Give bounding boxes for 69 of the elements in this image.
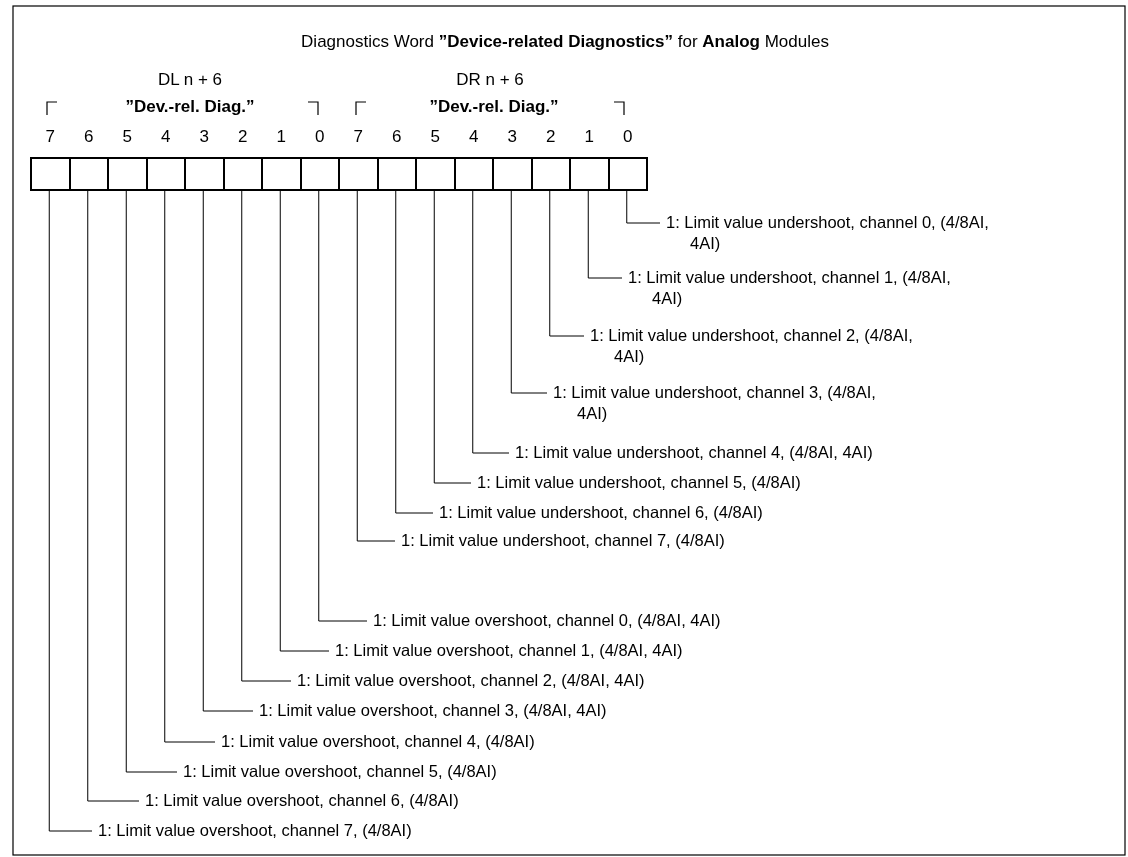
- bit-description: 1: Limit value overshoot, channel 1, (4/8AI, 4AI): [335, 640, 895, 661]
- bit-number: 4: [161, 127, 171, 147]
- bit-description: 1: Limit value overshoot, channel 7, (4/8AI): [98, 820, 658, 841]
- byte-name: ”Dev.-rel. Diag.”: [125, 97, 255, 117]
- bit-cell: [222, 157, 263, 191]
- bit-description: 1: Limit value undershoot, channel 3, (4/8AI, 4AI): [553, 382, 877, 424]
- bit-cell: [569, 157, 610, 191]
- bit-description: 1: Limit value overshoot, channel 0, (4/8AI, 4AI): [373, 610, 933, 631]
- bit-cell: [338, 157, 379, 191]
- leader-line: [626, 190, 661, 224]
- bit-cell: [261, 157, 302, 191]
- diagram-title: Diagnostics Word ”Device-related Diagnostics” for Analog Modules: [301, 32, 829, 52]
- bit-cell: [530, 157, 571, 191]
- bit-description: 1: Limit value overshoot, channel 5, (4/8AI): [183, 761, 743, 782]
- leader-line: [472, 190, 510, 454]
- bit-number: 0: [623, 127, 633, 147]
- bit-number: 0: [315, 127, 325, 147]
- leader-line: [433, 190, 472, 484]
- bit-cell: [299, 157, 340, 191]
- bit-cell: [453, 157, 494, 191]
- byte-label: DR n + 6: [456, 70, 524, 90]
- bit-cell: [415, 157, 456, 191]
- bit-cell: [145, 157, 186, 191]
- bit-description: 1: Limit value undershoot, channel 0, (4/8AI, 4AI): [666, 212, 990, 254]
- bit-number: 2: [546, 127, 556, 147]
- bit-number: 5: [430, 127, 440, 147]
- bit-cell: [184, 157, 225, 191]
- bit-number: 7: [353, 127, 363, 147]
- bit-number: 7: [45, 127, 55, 147]
- bit-description: 1: Limit value overshoot, channel 6, (4/8AI): [145, 790, 705, 811]
- leader-line: [48, 190, 93, 832]
- bit-description: 1: Limit value undershoot, channel 4, (4/8AI, 4AI): [515, 442, 1125, 463]
- bit-description: 1: Limit value undershoot, channel 6, (4/8AI): [439, 502, 999, 523]
- bit-cell: [376, 157, 417, 191]
- bit-number: 1: [276, 127, 286, 147]
- leader-line: [164, 190, 216, 743]
- bit-number: 5: [122, 127, 132, 147]
- leader-line: [318, 190, 368, 622]
- bit-number: 1: [584, 127, 594, 147]
- bit-number: 4: [469, 127, 479, 147]
- leader-line: [241, 190, 292, 682]
- bit-description: 1: Limit value undershoot, channel 5, (4/8AI): [477, 472, 1037, 493]
- leader-line: [279, 190, 330, 652]
- bit-description: 1: Limit value undershoot, channel 7, (4/8AI): [401, 530, 961, 551]
- bit-cell: [107, 157, 148, 191]
- leader-line: [395, 190, 434, 514]
- bit-cell: [492, 157, 533, 191]
- leader-line: [125, 190, 178, 773]
- bit-number: 3: [199, 127, 209, 147]
- bit-description: 1: Limit value overshoot, channel 3, (4/8AI, 4AI): [259, 700, 819, 721]
- bit-cell: [68, 157, 109, 191]
- bit-cell: [607, 157, 648, 191]
- leader-line: [549, 190, 585, 337]
- bit-number: 6: [392, 127, 402, 147]
- bit-number: 6: [84, 127, 94, 147]
- leader-line: [202, 190, 254, 712]
- bit-number: 3: [507, 127, 517, 147]
- leader-line: [587, 190, 623, 279]
- bit-description: 1: Limit value overshoot, channel 2, (4/8AI, 4AI): [297, 670, 857, 691]
- leader-line: [87, 190, 140, 802]
- bit-description: 1: Limit value undershoot, channel 2, (4/8AI, 4AI): [590, 325, 914, 367]
- byte-label: DL n + 6: [157, 70, 223, 90]
- bit-cell: [30, 157, 71, 191]
- bit-number: 2: [238, 127, 248, 147]
- bit-description: 1: Limit value overshoot, channel 4, (4/8AI): [221, 731, 781, 752]
- byte-name: ”Dev.-rel. Diag.”: [429, 97, 559, 117]
- bit-description: 1: Limit value undershoot, channel 1, (4/8AI, 4AI): [628, 267, 952, 309]
- leader-line: [356, 190, 396, 542]
- leader-line: [510, 190, 548, 394]
